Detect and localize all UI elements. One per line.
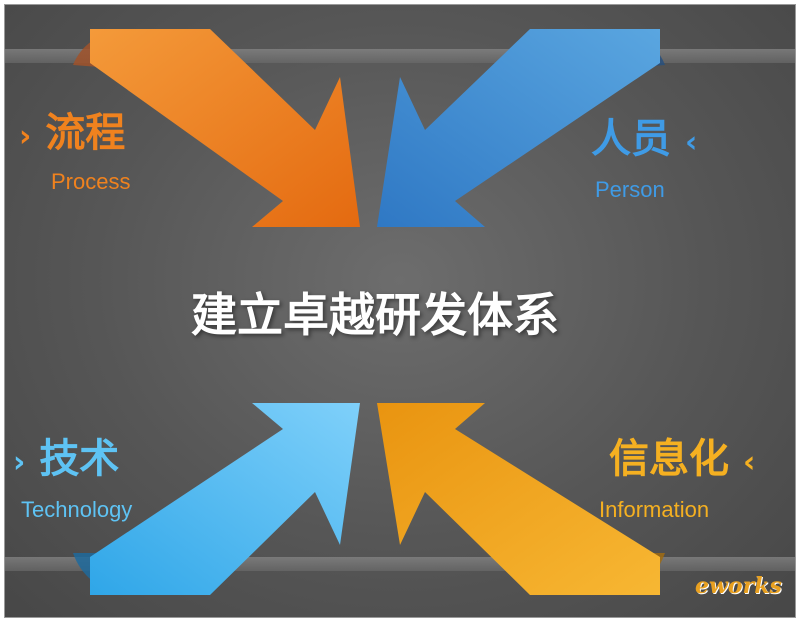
technology-label-cn: › 技术: [13, 437, 119, 485]
person-label-cn: 人员 ‹: [591, 117, 697, 165]
chevron-left-icon: ‹: [742, 445, 756, 480]
information-label-cn: 信息化 ‹: [609, 437, 755, 485]
diagram-title: 建立卓越研发体系: [191, 288, 559, 342]
information-arrow: [377, 403, 660, 595]
process-cn-text: 流程: [45, 110, 126, 156]
technology-arrow: [90, 403, 360, 595]
technology-label-en: Technology: [21, 497, 133, 522]
person-arrow: [377, 29, 660, 227]
chevron-right-icon: ›: [19, 119, 32, 154]
chevron-left-icon: ‹: [684, 125, 698, 160]
person-cn-text: 人员: [591, 116, 671, 162]
arrows-graphic: [5, 29, 795, 595]
process-label-en: Process: [51, 169, 131, 194]
chevron-right-icon: ›: [13, 445, 26, 480]
technology-cn-text: 技术: [39, 436, 120, 482]
eworks-logo: eworks: [695, 573, 782, 599]
process-arrow: [90, 29, 360, 227]
process-label-cn: › 流程: [19, 111, 125, 159]
person-label-en: Person: [595, 177, 665, 202]
information-cn-text: 信息化: [609, 436, 729, 482]
diagram-frame: › 流程 Process 人员 ‹ Person 建立卓越研发体系 › 技术 T…: [4, 4, 796, 618]
information-label-en: Information: [599, 497, 710, 522]
